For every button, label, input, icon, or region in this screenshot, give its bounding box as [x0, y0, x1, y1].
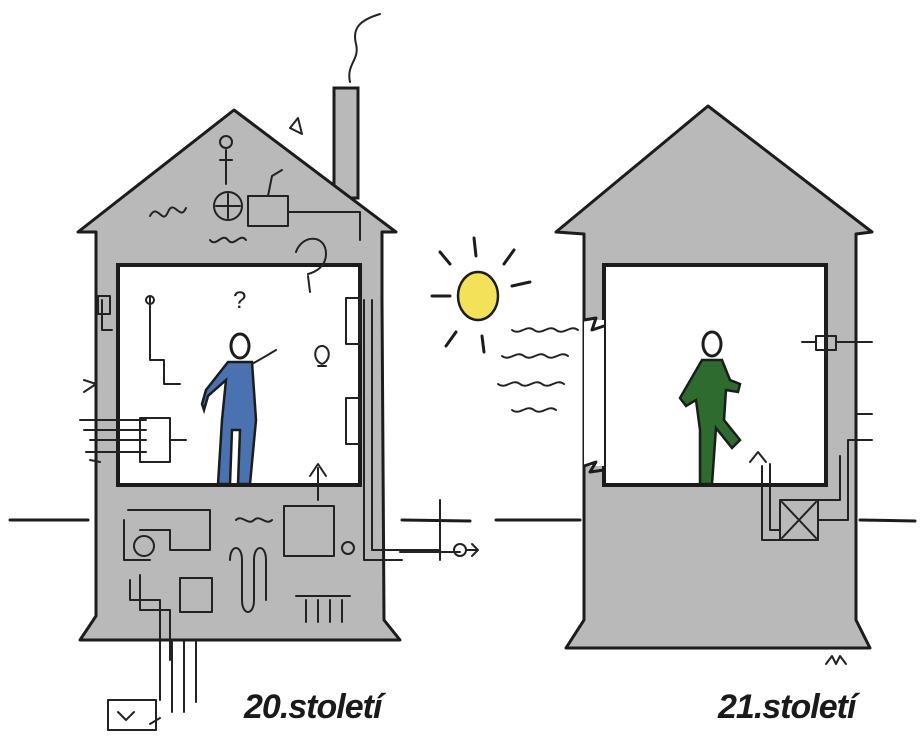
wall-pipes-right	[345, 297, 441, 561]
light-bulb-icon	[314, 345, 330, 367]
caption-20th-century: 20.století	[244, 688, 382, 726]
caption-21st-century: 21.století	[718, 688, 856, 726]
artist-signature	[825, 655, 847, 665]
attic-machinery	[149, 117, 361, 293]
house-20th-century: ?	[76, 13, 479, 731]
person-old-body	[200, 360, 258, 486]
wall-pipes-left	[79, 295, 187, 463]
underground-pipes	[107, 639, 197, 731]
ground-line	[8, 518, 917, 523]
window-opening	[584, 320, 604, 466]
ventilation-unit	[749, 329, 873, 541]
house-21st-century	[554, 104, 874, 665]
question-mark: ?	[233, 287, 246, 314]
person-new	[678, 330, 742, 486]
person-new-body	[678, 358, 742, 486]
smoke	[348, 13, 381, 83]
chimney	[332, 86, 360, 200]
basement-machinery	[123, 463, 479, 661]
person-old: ?	[200, 287, 277, 486]
